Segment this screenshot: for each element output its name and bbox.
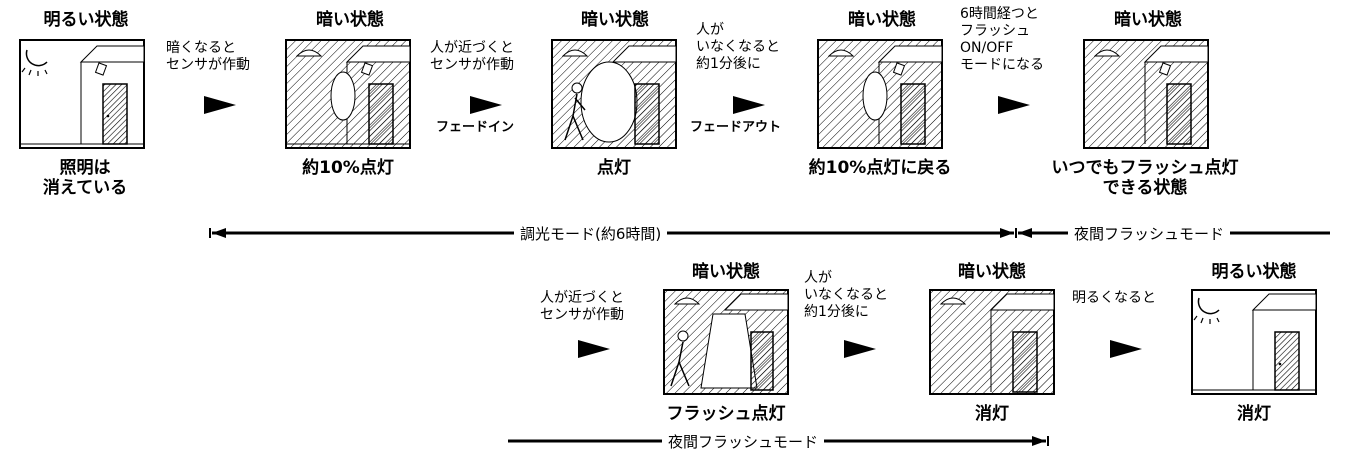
state-label-dark-4: 暗い状態	[1114, 10, 1182, 30]
mode-dimming-label: 調光モード(約6時間)	[514, 223, 668, 244]
transition-text-3: 人が いなくなると 約1分後に	[696, 22, 780, 72]
caption-unlit: 照明は 消えている	[42, 158, 128, 199]
transition-text-4: 6時間経つと フラッシュ ON/OFF モードになる	[960, 6, 1044, 73]
scene-bright-off-icon	[1191, 289, 1317, 395]
state-label-dark-5: 暗い状態	[692, 262, 760, 282]
caption-10pct: 約10%点灯	[302, 158, 394, 178]
state-label-bright: 明るい状態	[43, 10, 129, 30]
state-label-bright-2: 明るい状態	[1211, 262, 1297, 282]
scene-flash-ready-icon	[1083, 39, 1209, 149]
bottom-transition-text-2: 人が いなくなると 約1分後に	[804, 270, 888, 320]
op-fade-out: フェードアウト	[690, 120, 782, 135]
scene-person-lit-icon	[551, 39, 677, 149]
arrow-right-icon	[578, 340, 610, 358]
mode-night-flash-label-bottom: 夜間フラッシュモード	[662, 431, 825, 452]
bottom-transition-text-3: 明るくなると	[1072, 290, 1156, 306]
state-label-dark-2: 暗い状態	[581, 10, 649, 30]
bottom-transition-text-1: 人が近づくと センサが作動	[540, 290, 624, 323]
op-fade-in: フェードイン	[436, 120, 515, 135]
arrow-right-icon	[844, 340, 876, 358]
arrow-right-icon	[733, 96, 765, 114]
transition-text-2: 人が近づくと センサが作動	[430, 40, 514, 73]
scene-dark-off-icon	[929, 289, 1055, 395]
caption-flash-ready: いつでもフラッシュ点灯 できる状態	[1051, 158, 1239, 199]
arrow-right-icon	[204, 96, 236, 114]
caption-return-10pct: 約10%点灯に戻る	[808, 158, 952, 178]
state-label-dark-3: 暗い状態	[848, 10, 916, 30]
scene-dim-return-icon	[817, 39, 943, 149]
state-label-dark-1: 暗い状態	[316, 10, 384, 30]
state-label-dark-6: 暗い状態	[958, 262, 1026, 282]
scene-flash-lit-icon	[663, 289, 789, 395]
caption-flash-lit: フラッシュ点灯	[666, 404, 786, 424]
caption-off-dark: 消灯	[975, 404, 1009, 424]
scene-dim-lit-icon	[285, 39, 411, 149]
arrow-right-icon	[998, 96, 1030, 114]
arrow-right-icon	[1110, 340, 1142, 358]
caption-off-bright: 消灯	[1237, 404, 1271, 424]
arrow-right-icon	[470, 96, 502, 114]
scene-bright-unlit-icon	[19, 39, 145, 149]
caption-lit: 点灯	[597, 158, 631, 178]
transition-text-1: 暗くなると センサが作動	[166, 40, 250, 73]
mode-night-flash-label: 夜間フラッシュモード	[1068, 223, 1231, 244]
